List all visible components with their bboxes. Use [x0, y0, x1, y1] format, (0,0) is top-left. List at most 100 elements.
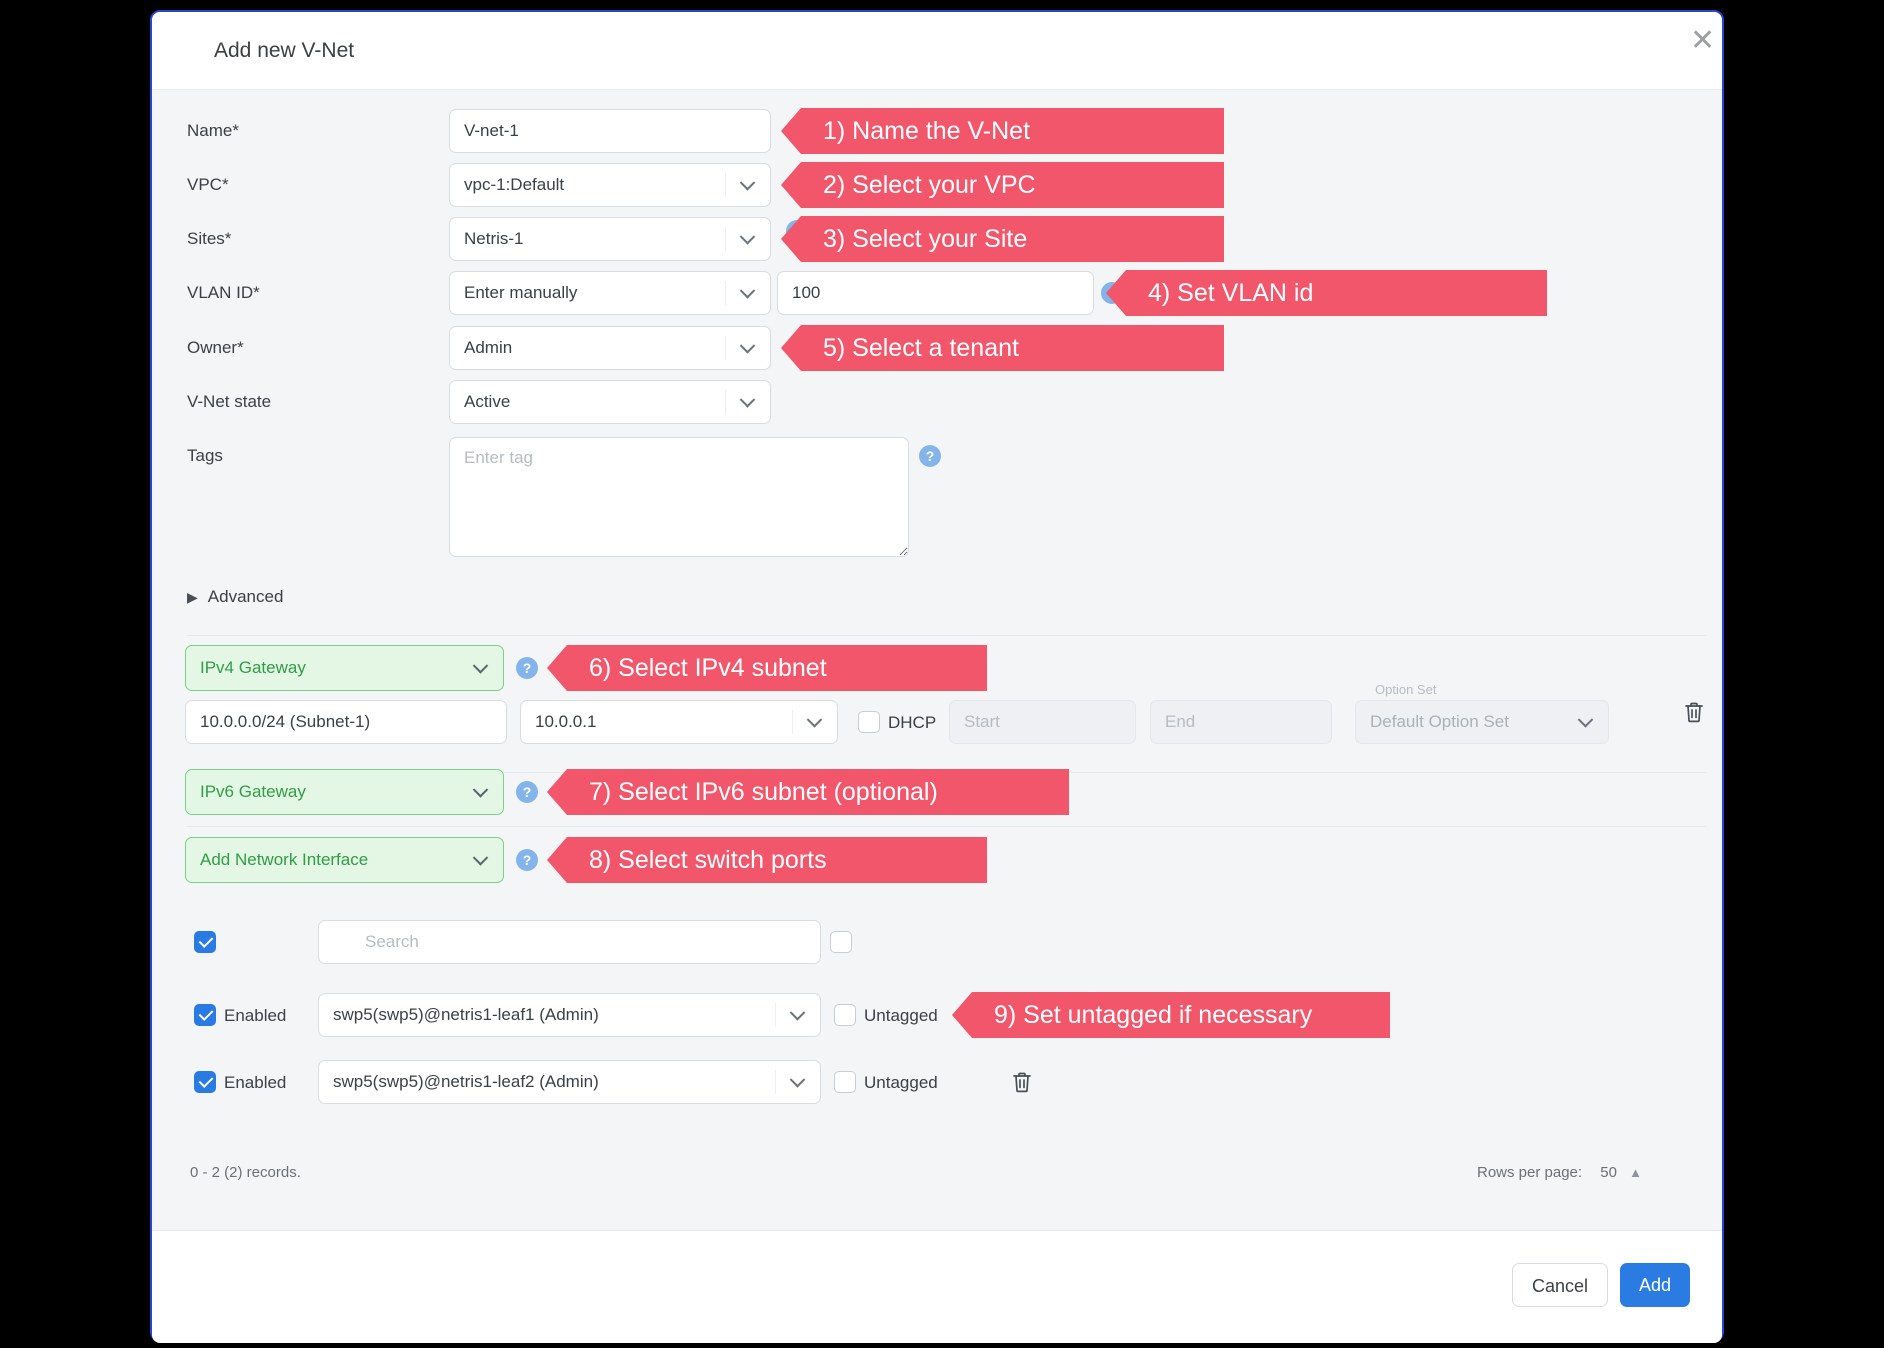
- untagged-checkbox[interactable]: [834, 1004, 856, 1026]
- enabled-label: Enabled: [224, 1073, 287, 1092]
- rows-per-page[interactable]: Rows per page: 50 ▲: [1477, 1164, 1642, 1181]
- callout-3: 3) Select your Site: [781, 216, 1224, 262]
- vlan-id-input[interactable]: [777, 271, 1094, 315]
- caret-right-icon: ▶: [187, 589, 198, 605]
- owner-label: Owner*: [187, 338, 244, 357]
- add-network-interface-button[interactable]: Add Network Interface: [185, 837, 504, 883]
- ipv6-gateway-label: IPv6 Gateway: [200, 782, 306, 801]
- add-vnet-modal: Add new V-Net ✕ Name* VPC* Sites* VLAN I…: [150, 10, 1724, 1343]
- sites-label: Sites*: [187, 229, 232, 248]
- chevron-down-icon: [739, 229, 756, 245]
- callout-5: 5) Select a tenant: [781, 325, 1224, 371]
- vlan-mode-value: Enter manually: [464, 283, 578, 302]
- tags-label: Tags: [187, 446, 223, 465]
- dhcp-end-input[interactable]: [1150, 700, 1332, 744]
- select-all-checkbox[interactable]: [194, 931, 216, 953]
- modal-header: Add new V-Net ✕: [152, 12, 1722, 90]
- callout-6: 6) Select IPv4 subnet: [547, 645, 987, 691]
- modal-title: Add new V-Net: [214, 39, 355, 62]
- enabled-checkbox[interactable]: [194, 1071, 216, 1093]
- option-set-value: Default Option Set: [1370, 712, 1509, 731]
- section-divider: [187, 635, 1706, 636]
- port-select-value: swp5(swp5)@netris1-leaf2 (Admin): [333, 1072, 599, 1091]
- chevron-down-icon: [739, 175, 756, 191]
- callout-1: 1) Name the V-Net: [781, 108, 1224, 154]
- vlan-mode-select[interactable]: Enter manually: [449, 271, 771, 315]
- untagged-checkbox[interactable]: [834, 1071, 856, 1093]
- ipv4-subnet-select[interactable]: 10.0.0.0/24 (Subnet-1): [185, 700, 507, 744]
- close-icon[interactable]: ✕: [1690, 24, 1716, 57]
- vnet-state-value: Active: [464, 392, 511, 411]
- option-set-select[interactable]: Default Option Set: [1355, 700, 1609, 744]
- enabled-label: Enabled: [224, 1006, 287, 1025]
- name-input[interactable]: [449, 109, 771, 153]
- callout-7: 7) Select IPv6 subnet (optional): [547, 769, 1069, 815]
- vpc-label: VPC*: [187, 175, 229, 194]
- vlan-label: VLAN ID*: [187, 283, 260, 302]
- owner-select[interactable]: Admin: [449, 326, 771, 370]
- chevron-down-icon: [739, 283, 756, 299]
- chevron-down-icon: [472, 850, 489, 866]
- port-select[interactable]: swp5(swp5)@netris1-leaf1 (Admin): [318, 993, 821, 1037]
- vpc-select[interactable]: vpc-1:Default: [449, 163, 771, 207]
- dhcp-checkbox[interactable]: [858, 711, 880, 733]
- chevron-down-icon: [789, 1072, 806, 1088]
- advanced-label: Advanced: [207, 587, 284, 606]
- ipv4-gateway-ip-select[interactable]: 10.0.0.1: [520, 700, 838, 744]
- vpc-select-value: vpc-1:Default: [464, 175, 565, 194]
- select-separator: [725, 281, 726, 305]
- callout-9: 9) Set untagged if necessary: [952, 992, 1390, 1038]
- ipv4-gateway-ip-value: 10.0.0.1: [535, 712, 597, 731]
- dhcp-start-input[interactable]: [949, 700, 1136, 744]
- select-separator: [792, 710, 793, 734]
- modal-footer: Cancel Add: [152, 1230, 1722, 1343]
- ipv6-gateway-button[interactable]: IPv6 Gateway: [185, 769, 504, 815]
- enabled-checkbox[interactable]: [194, 1004, 216, 1026]
- chevron-down-icon: [472, 782, 489, 798]
- chevron-down-icon: [806, 712, 823, 728]
- select-separator: [775, 1003, 776, 1027]
- interface-help-icon[interactable]: ?: [516, 849, 538, 871]
- vnet-state-select[interactable]: Active: [449, 380, 771, 424]
- sites-select-value: Netris-1: [464, 229, 524, 248]
- select-separator: [725, 390, 726, 414]
- search-box: [318, 920, 821, 964]
- advanced-toggle[interactable]: ▶ Advanced: [187, 587, 283, 607]
- ipv4-gateway-label: IPv4 Gateway: [200, 658, 306, 677]
- name-label: Name*: [187, 121, 239, 140]
- cancel-button[interactable]: Cancel: [1512, 1263, 1608, 1307]
- chevron-down-icon: [1577, 712, 1594, 728]
- section-divider: [187, 826, 1706, 827]
- ipv4-help-icon[interactable]: ?: [516, 657, 538, 679]
- untagged-label: Untagged: [864, 1073, 938, 1092]
- select-separator: [725, 227, 726, 251]
- records-count: 0 - 2 (2) records.: [190, 1164, 301, 1181]
- trash-icon[interactable]: [1010, 1070, 1034, 1094]
- callout-8: 8) Select switch ports: [547, 837, 987, 883]
- add-button[interactable]: Add: [1620, 1263, 1690, 1307]
- state-label: V-Net state: [187, 392, 272, 411]
- ipv4-gateway-button[interactable]: IPv4 Gateway: [185, 645, 504, 691]
- ipv6-help-icon[interactable]: ?: [516, 781, 538, 803]
- callout-2: 2) Select your VPC: [781, 162, 1224, 208]
- untagged-all-checkbox[interactable]: [830, 931, 852, 953]
- tags-input[interactable]: [449, 437, 909, 557]
- dhcp-label: DHCP: [888, 713, 937, 732]
- untagged-label: Untagged: [864, 1006, 938, 1025]
- triangle-up-icon: ▲: [1629, 1165, 1642, 1180]
- owner-select-value: Admin: [464, 338, 513, 357]
- callout-4: 4) Set VLAN id: [1106, 270, 1547, 316]
- rows-per-page-label: Rows per page:: [1477, 1164, 1583, 1181]
- rows-per-page-value[interactable]: 50: [1600, 1164, 1617, 1181]
- trash-icon[interactable]: [1682, 700, 1706, 724]
- chevron-down-icon: [739, 338, 756, 354]
- port-select[interactable]: swp5(swp5)@netris1-leaf2 (Admin): [318, 1060, 821, 1104]
- tags-help-icon[interactable]: ?: [919, 445, 941, 467]
- add-network-interface-label: Add Network Interface: [200, 850, 369, 869]
- select-separator: [775, 1070, 776, 1094]
- ipv4-subnet-value: 10.0.0.0/24 (Subnet-1): [200, 712, 371, 731]
- sites-select[interactable]: Netris-1: [449, 217, 771, 261]
- search-input[interactable]: [318, 920, 821, 964]
- chevron-down-icon: [739, 392, 756, 408]
